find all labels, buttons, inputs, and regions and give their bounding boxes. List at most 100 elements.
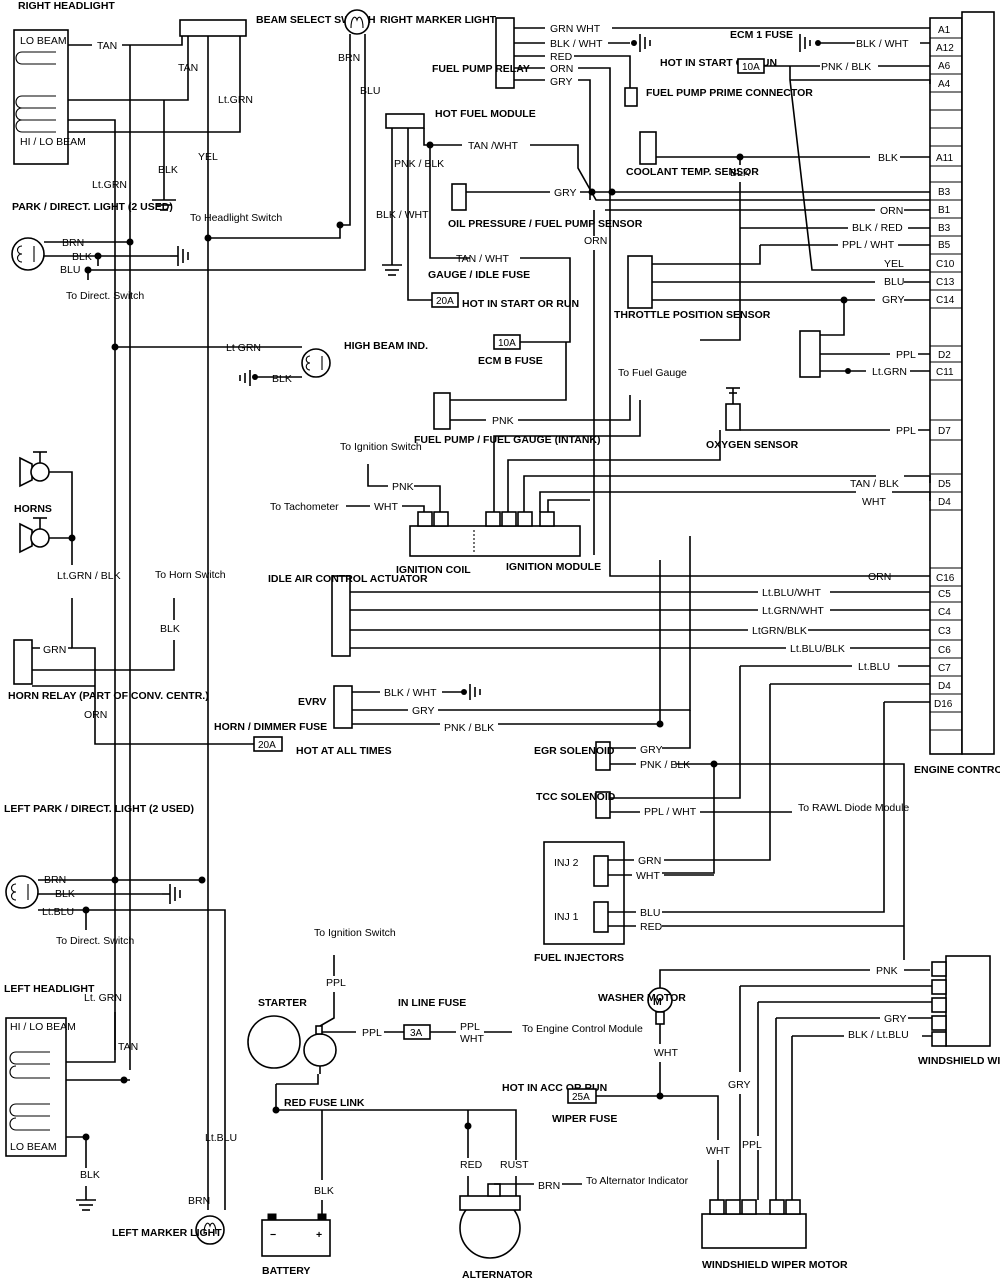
inj1-label: INJ 1 bbox=[554, 911, 579, 923]
fuse-rating: 3A bbox=[410, 1028, 423, 1039]
lo-beam-left: LO BEAM bbox=[10, 1141, 57, 1153]
wire-label: GRY bbox=[550, 76, 573, 88]
wire-label: PNK / BLK bbox=[821, 61, 871, 73]
wire-label: BLK / Lt.BLU bbox=[848, 1029, 909, 1041]
fuel-injectors: INJ 2 INJ 1 FUEL INJECTORS bbox=[534, 841, 625, 964]
wire-label: GRY bbox=[640, 744, 663, 756]
left-marker-light: LEFT MARKER LIGHT bbox=[112, 1215, 225, 1245]
wire-label: BLK / WHT bbox=[376, 209, 429, 221]
wire-label: BLK bbox=[272, 373, 292, 385]
wire-label: BLU bbox=[60, 264, 80, 276]
battery-neg: − bbox=[270, 1229, 276, 1241]
in-line-fuse bbox=[403, 1024, 431, 1040]
to-rawl-diode: To RAWL Diode Module bbox=[798, 802, 909, 814]
wiper-fuse bbox=[567, 1088, 597, 1104]
wire-label: PPL bbox=[742, 1139, 762, 1151]
in-line-fuse-label: IN LINE FUSE bbox=[398, 997, 466, 1009]
wire-label: TAN / BLK bbox=[850, 478, 899, 490]
wire-label: BRN bbox=[188, 1195, 210, 1207]
park-direct-light-label: PARK / DIRECT. LIGHT (2 USED) bbox=[12, 201, 173, 213]
wire-label: Lt.BLU bbox=[205, 1132, 237, 1144]
wire-label: BLU bbox=[884, 276, 904, 288]
hi-lo-beam-label: HI / LO BEAM bbox=[20, 136, 86, 148]
wire-label: ORN bbox=[868, 571, 891, 583]
wire-label: YEL bbox=[884, 258, 904, 270]
oxygen-sensor: OXYGEN SENSOR bbox=[706, 387, 799, 451]
fuse-rating: 20A bbox=[436, 296, 454, 307]
wire-label: BLK / WHT bbox=[384, 687, 437, 699]
wire-label: LtGRN/BLK bbox=[752, 625, 807, 637]
ground-icon bbox=[162, 884, 181, 904]
washer-motor-label: WASHER MOTOR bbox=[598, 992, 686, 1004]
wire-label: Lt.GRN bbox=[218, 94, 253, 106]
coolant-temp-sensor: COOLANT TEMP. SENSOR bbox=[626, 131, 759, 178]
wire-label: ORN bbox=[584, 235, 607, 247]
wire-label: GRN bbox=[43, 644, 66, 656]
left-park-label: LEFT PARK / DIRECT. LIGHT (2 USED) bbox=[4, 803, 194, 815]
wire-label: PPL bbox=[362, 1027, 382, 1039]
fuel-pump-prime-label: FUEL PUMP PRIME CONNECTOR bbox=[646, 87, 813, 99]
wire-label: BLK bbox=[80, 1169, 100, 1181]
tcc-label: TCC SOLENOID bbox=[536, 791, 616, 803]
fuse-rating: 25A bbox=[572, 1092, 590, 1103]
ecm-pin: D4 bbox=[938, 497, 951, 508]
hot-fuel-module-label: HOT FUEL MODULE bbox=[435, 108, 536, 120]
gauge-idle-fuse bbox=[431, 292, 459, 308]
ecm-pin: C10 bbox=[936, 259, 955, 270]
horns: HORNS bbox=[14, 451, 52, 554]
fuse-rating: 10A bbox=[498, 338, 516, 349]
wire-label: PPL bbox=[460, 1021, 480, 1033]
wiper-motor-label: WINDSHIELD WIPER MOTOR bbox=[702, 1259, 848, 1271]
ecm-pin: B3 bbox=[938, 223, 951, 234]
ecm-pin: C6 bbox=[938, 645, 951, 656]
ground-icon bbox=[170, 246, 189, 266]
alternator: ALTERNATOR bbox=[459, 1183, 533, 1281]
wire-label: GRN bbox=[638, 855, 661, 867]
high-beam-indicator: HIGH BEAM IND. bbox=[301, 340, 428, 378]
ground-icon bbox=[469, 684, 481, 700]
wire-label: PPL / WHT bbox=[842, 239, 895, 251]
horn-relay-label: HORN RELAY (PART OF CONV. CENTR.) bbox=[8, 690, 209, 702]
wire-label: BLU bbox=[360, 85, 380, 97]
ecm-label: ENGINE CONTROL MODULE bbox=[914, 764, 1000, 776]
wire-label: GRN WHT bbox=[550, 23, 601, 35]
wire-label: Lt.GRN / BLK bbox=[57, 570, 121, 582]
idle-air-control: IDLE AIR CONTROL ACTUATOR bbox=[268, 573, 428, 657]
to-direct-switch-2: To Direct. Switch bbox=[56, 935, 134, 947]
wire-label: Lt.BLU bbox=[858, 661, 890, 673]
ecm-pin: A6 bbox=[938, 61, 951, 72]
ecm-pin: D5 bbox=[938, 479, 951, 490]
horns-label: HORNS bbox=[14, 503, 52, 515]
wire-label: BLK / WHT bbox=[856, 38, 909, 50]
ecm-pin: C7 bbox=[938, 663, 951, 674]
wire-label: RUST bbox=[500, 1159, 529, 1171]
wire-label: GRY bbox=[554, 187, 577, 199]
wire-label: BLK / WHT bbox=[550, 38, 603, 50]
wire-label: TAN bbox=[97, 40, 117, 52]
evrv-label: EVRV bbox=[298, 696, 326, 708]
ignition-module-label: IGNITION MODULE bbox=[506, 561, 601, 573]
hot-all-times-label: HOT AT ALL TIMES bbox=[296, 745, 392, 757]
ecm-pin: C13 bbox=[936, 277, 955, 288]
wire-label: ORN bbox=[880, 205, 903, 217]
ecm-pin: C11 bbox=[936, 367, 954, 378]
high-beam-ind-label: HIGH BEAM IND. bbox=[344, 340, 428, 352]
park-direct-light-right: PARK / DIRECT. LIGHT (2 USED) bbox=[11, 201, 173, 271]
to-ignition-switch-2: To Ignition Switch bbox=[314, 927, 396, 939]
wire-label: BRN bbox=[62, 237, 84, 249]
ecm-pin: B3 bbox=[938, 187, 951, 198]
ignition-coil-label: IGNITION COIL bbox=[396, 564, 471, 576]
hot-fuel-module: HOT FUEL MODULE bbox=[385, 108, 536, 129]
left-headlight: LEFT HEADLIGHT HI / LO BEAM LO BEAM bbox=[4, 983, 95, 1157]
egr-label: EGR SOLENOID bbox=[534, 745, 615, 757]
wire-label: WHT bbox=[706, 1145, 730, 1157]
windshield-wiper-motor: WINDSHIELD WIPER MOTOR bbox=[701, 1199, 848, 1271]
wire-label: TAN bbox=[118, 1041, 138, 1053]
ecm-pin: A1 bbox=[938, 25, 951, 36]
wire-label: ORN bbox=[84, 709, 107, 721]
wire-label: TAN /WHT bbox=[468, 140, 519, 152]
wire-label: Lt.BLU bbox=[42, 906, 74, 918]
wire-label: PPL bbox=[896, 425, 916, 437]
right-headlight: RIGHT HEADLIGHT LO BEAM HI / LO BEAM bbox=[13, 0, 115, 165]
fuel-pump-relay: FUEL PUMP RELAY bbox=[432, 17, 530, 89]
